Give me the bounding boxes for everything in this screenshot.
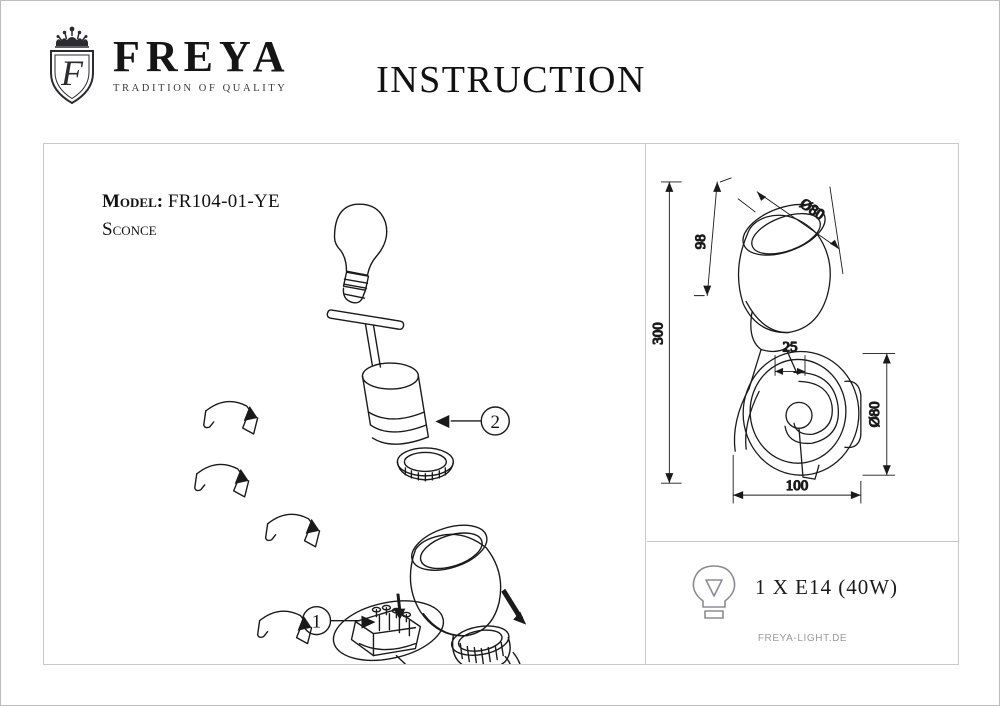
dim-base-diameter-label: Ø80: [867, 401, 883, 427]
base-outline: [742, 350, 862, 480]
page-title: INSTRUCTION: [376, 59, 646, 101]
page-header: F FREYA TRADITION OF QUALITY INSTRUCTION: [1, 1, 999, 136]
dimension-drawing-panel: Ø80 98: [647, 144, 958, 542]
callout-1: [301, 605, 376, 636]
dim-base-offset: [774, 355, 806, 376]
dim-base-offset-label: 25: [783, 339, 798, 355]
dim-shade-height-label: 98: [693, 234, 709, 249]
crown-shield-f-monogram-icon: F: [50, 26, 94, 105]
dim-total-height: [660, 181, 682, 484]
threaded-ring-part: [396, 447, 455, 482]
model-info: Model: FR104-01-YE Sconce: [102, 188, 280, 243]
exploded-assembly-drawing: 1 2: [194, 203, 527, 664]
arm-outline: [733, 387, 760, 452]
callout-1-number: 1: [312, 612, 321, 633]
brand-wordmark: FREYA TRADITION OF QUALITY: [113, 32, 313, 95]
assembly-diagram-panel: Model: FR104-01-YE Sconce: [44, 144, 646, 664]
dim-base-width-label: 100: [786, 478, 808, 494]
product-type: Sconce: [102, 218, 157, 240]
rotation-arrows: [194, 400, 321, 645]
model-value: FR104-01-YE: [167, 191, 280, 212]
light-bulb-icon: [692, 565, 736, 619]
glass-shade-part: [409, 524, 502, 637]
direction-arrows: [393, 588, 527, 625]
brand-name: FREYA: [113, 32, 291, 81]
dim-total-height-label: 300: [650, 322, 666, 344]
website-url: FREYA-LIGHT.DE: [757, 633, 848, 644]
lamp-socket-part: [326, 309, 430, 445]
terminal-block-part: [332, 600, 445, 664]
model-line: Model: FR104-01-YE: [102, 188, 280, 216]
lamp-spec-text: 1 X E14 (40W): [755, 575, 899, 599]
dim-base-diameter: [862, 353, 896, 476]
lamp-spec-panel: 1 X E14 (40W) FREYA-LIGHT.DE: [647, 543, 958, 664]
dim-shade-diameter: [737, 186, 844, 275]
lamp-bulb-part: [333, 203, 388, 304]
lamp-spec-row: 1 X E14 (40W): [647, 561, 958, 623]
svg-text:F: F: [60, 53, 84, 93]
sconce-body-part: [504, 651, 521, 664]
brand-tagline: TRADITION OF QUALITY: [113, 83, 288, 94]
model-label: Model:: [102, 191, 164, 212]
content-panels: Model: FR104-01-YE Sconce: [43, 143, 959, 665]
dim-shade-height: [693, 177, 732, 297]
shade-outline: [737, 203, 831, 334]
dim-base-width: [732, 454, 862, 504]
brand-logo: F FREYA TRADITION OF QUALITY: [41, 25, 311, 107]
dimension-drawing: Ø80 98: [650, 177, 896, 504]
callout-2-number: 2: [491, 412, 500, 433]
callout-2: [435, 406, 510, 436]
dim-shade-diameter-label: Ø80: [797, 196, 827, 224]
shade-collar-part: [450, 625, 511, 664]
